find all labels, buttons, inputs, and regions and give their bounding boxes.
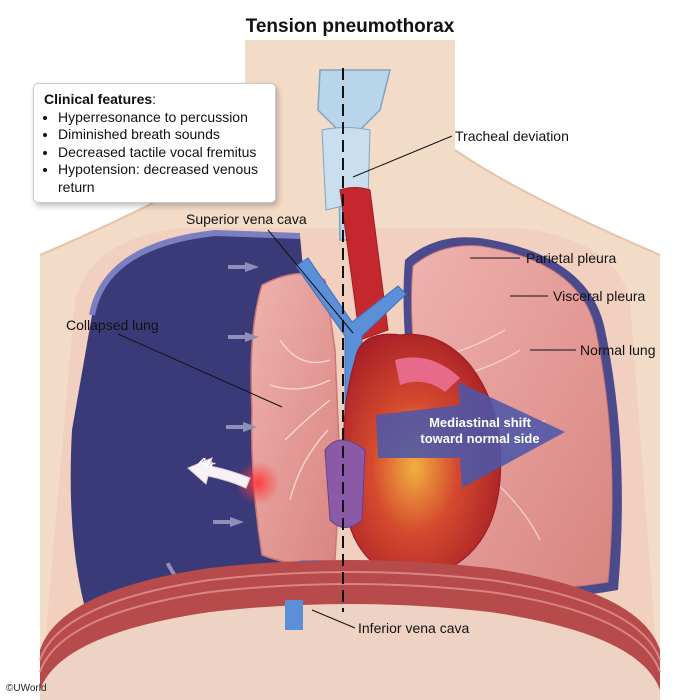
air-leak-glow: [236, 461, 280, 505]
list-item: Diminished breath sounds: [58, 126, 265, 144]
clinical-features-list: Hyperresonance to percussion Diminished …: [44, 109, 265, 197]
ivc-below: [285, 600, 303, 630]
label-normal-lung: Normal lung: [580, 342, 656, 358]
air-arrow: [187, 457, 251, 489]
list-item: Hypotension: decreased venous return: [58, 161, 265, 196]
leader-lines: [117, 135, 576, 629]
mediastinal-shift-line1: Mediastinal shift: [429, 415, 531, 430]
mediastinal-shift-line2: toward normal side: [420, 431, 540, 446]
label-superior-vena-cava: Superior vena cava: [186, 211, 307, 227]
list-item: Decreased tactile vocal fremitus: [58, 144, 265, 162]
page-title: Tension pneumothorax: [245, 16, 455, 37]
label-inferior-vena-cava: Inferior vena cava: [358, 620, 470, 636]
mediastinal-shift-arrow: [376, 382, 565, 488]
label-mediastinal-shift: Mediastinal shift toward normal side: [400, 415, 560, 447]
label-tracheal-deviation: Tracheal deviation: [455, 128, 569, 144]
label-parietal-pleura: Parietal pleura: [526, 250, 617, 266]
collapsed-lung-shape: [250, 272, 341, 565]
list-item: Hyperresonance to percussion: [58, 109, 265, 127]
clinical-features-box: Clinical features: Hyperresonance to per…: [33, 83, 276, 203]
copyright: ©UWorld: [6, 683, 47, 694]
label-collapsed-lung: Collapsed lung: [66, 317, 159, 333]
label-visceral-pleura: Visceral pleura: [553, 288, 646, 304]
right-atrium: [324, 439, 366, 528]
clinical-features-heading: Clinical features: [44, 91, 153, 107]
